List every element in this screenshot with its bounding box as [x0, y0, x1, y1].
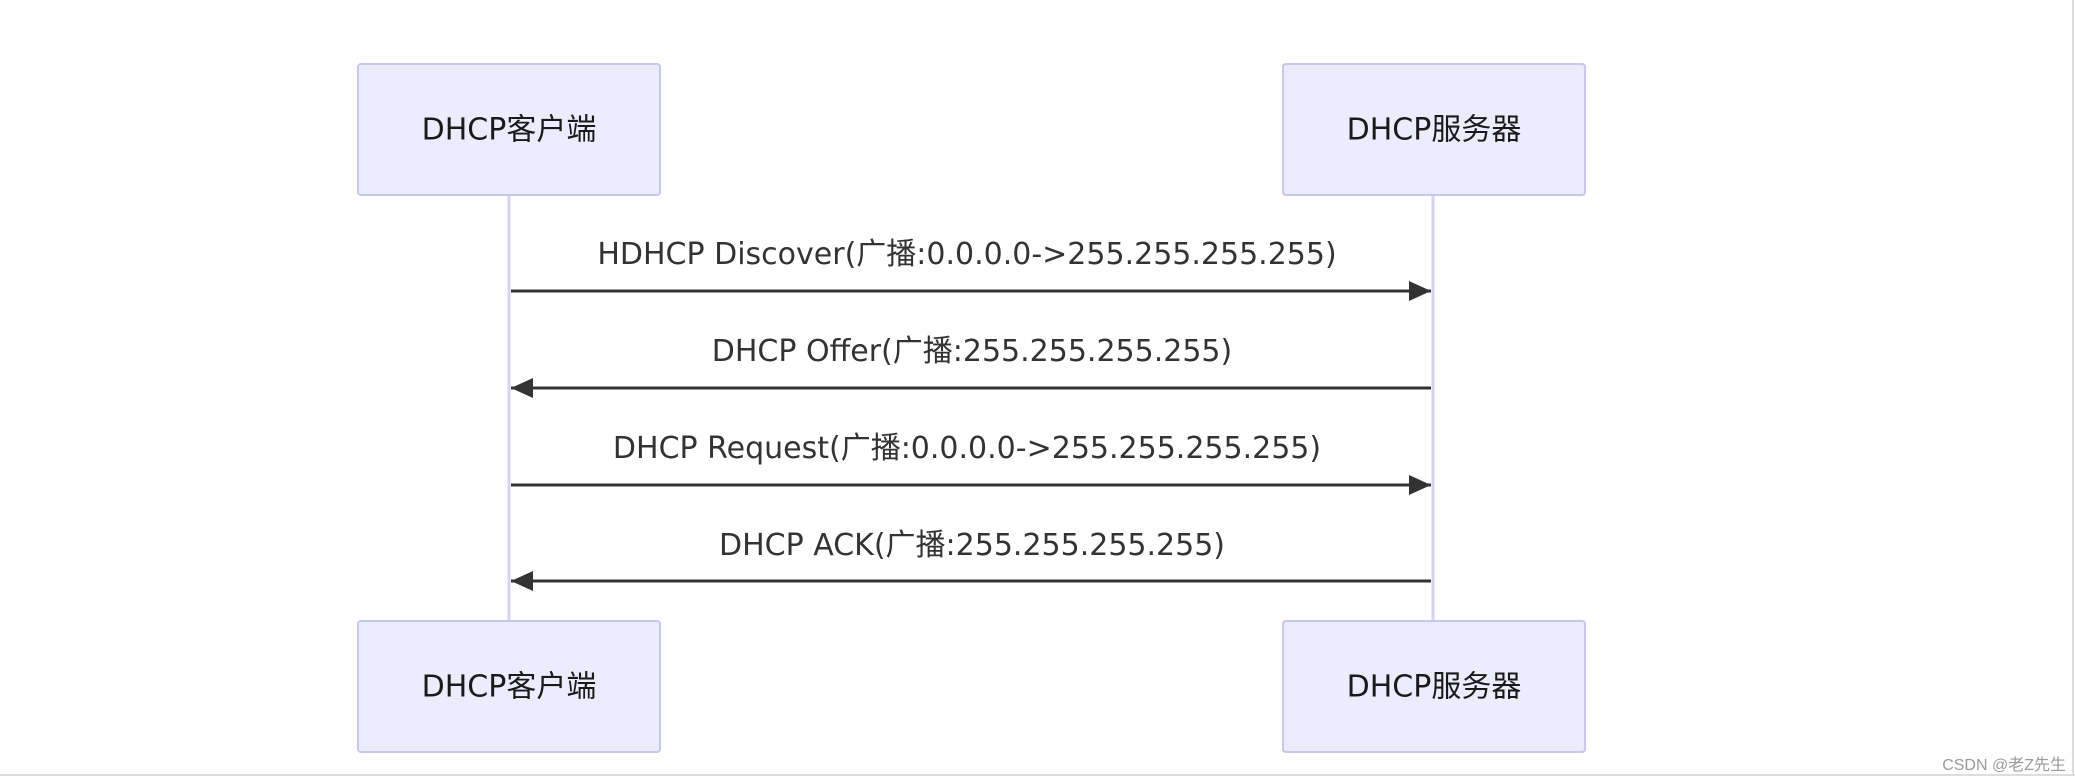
message-offer-label: DHCP Offer(广播:255.255.255.255): [712, 334, 1232, 369]
message-ack: DHCP ACK(广播:255.255.255.255): [511, 528, 1431, 591]
watermark: CSDN @老Z先生: [1942, 756, 2066, 774]
actor-client-top: DHCP客户端: [357, 63, 661, 196]
message-request-label: DHCP Request(广播:0.0.0.0->255.255.255.255…: [613, 431, 1321, 466]
actor-client-bottom: DHCP客户端: [357, 620, 661, 753]
message-discover-label: HDHCP Discover(广播:0.0.0.0->255.255.255.2…: [597, 237, 1336, 272]
actor-server-top-label: DHCP服务器: [1347, 113, 1522, 148]
actor-server-bottom: DHCP服务器: [1282, 620, 1586, 753]
message-discover: HDHCP Discover(广播:0.0.0.0->255.255.255.2…: [511, 237, 1431, 301]
message-offer: DHCP Offer(广播:255.255.255.255): [511, 334, 1431, 398]
actor-server-top: DHCP服务器: [1282, 63, 1586, 196]
actor-client-bottom-label: DHCP客户端: [422, 670, 597, 705]
message-ack-label: DHCP ACK(广播:255.255.255.255): [719, 528, 1225, 563]
message-request: DHCP Request(广播:0.0.0.0->255.255.255.255…: [511, 431, 1431, 495]
actor-client-top-label: DHCP客户端: [422, 113, 597, 148]
actor-server-bottom-label: DHCP服务器: [1347, 670, 1522, 705]
